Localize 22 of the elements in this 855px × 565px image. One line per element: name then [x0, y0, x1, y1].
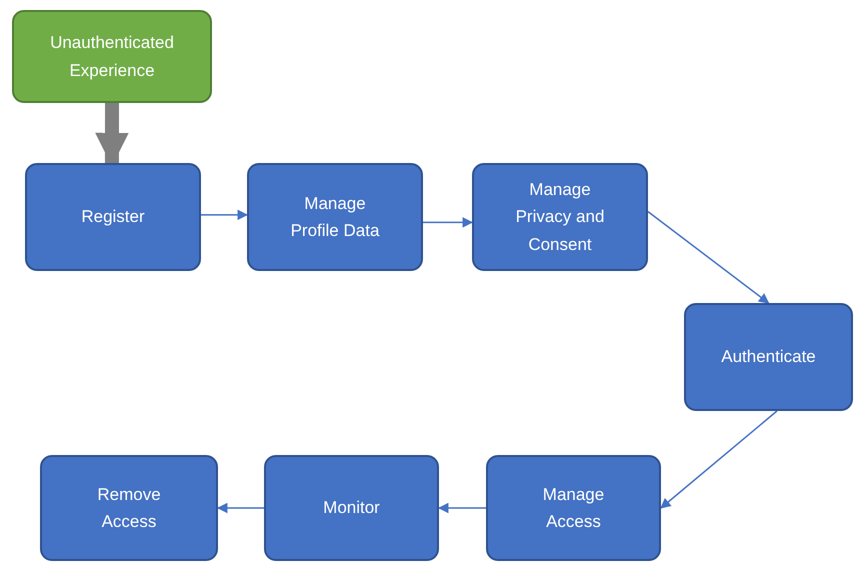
arrow — [201, 210, 248, 220]
process-box — [684, 303, 853, 411]
arrow — [660, 410, 778, 509]
arrow — [438, 502, 486, 514]
process-box — [247, 163, 423, 271]
box-label: Manage Privacy and Consent — [514, 179, 606, 256]
box-label: Register — [81, 206, 145, 228]
box-label: Unauthenticated Experience — [49, 32, 175, 82]
box-label: Manage Access — [542, 484, 606, 533]
box-label: Monitor — [323, 497, 380, 520]
box-label: Remove Access — [96, 484, 162, 533]
process-box — [472, 163, 648, 271]
box-label: Manage Profile Data — [290, 192, 380, 242]
arrow — [648, 211, 770, 304]
arrow — [423, 217, 474, 228]
box-label: Authenticate — [721, 346, 816, 368]
arrow — [216, 502, 264, 514]
process-box — [40, 455, 218, 561]
process-box — [12, 10, 212, 103]
process-box — [486, 455, 661, 561]
process-box — [264, 455, 439, 561]
process-box — [25, 163, 201, 271]
